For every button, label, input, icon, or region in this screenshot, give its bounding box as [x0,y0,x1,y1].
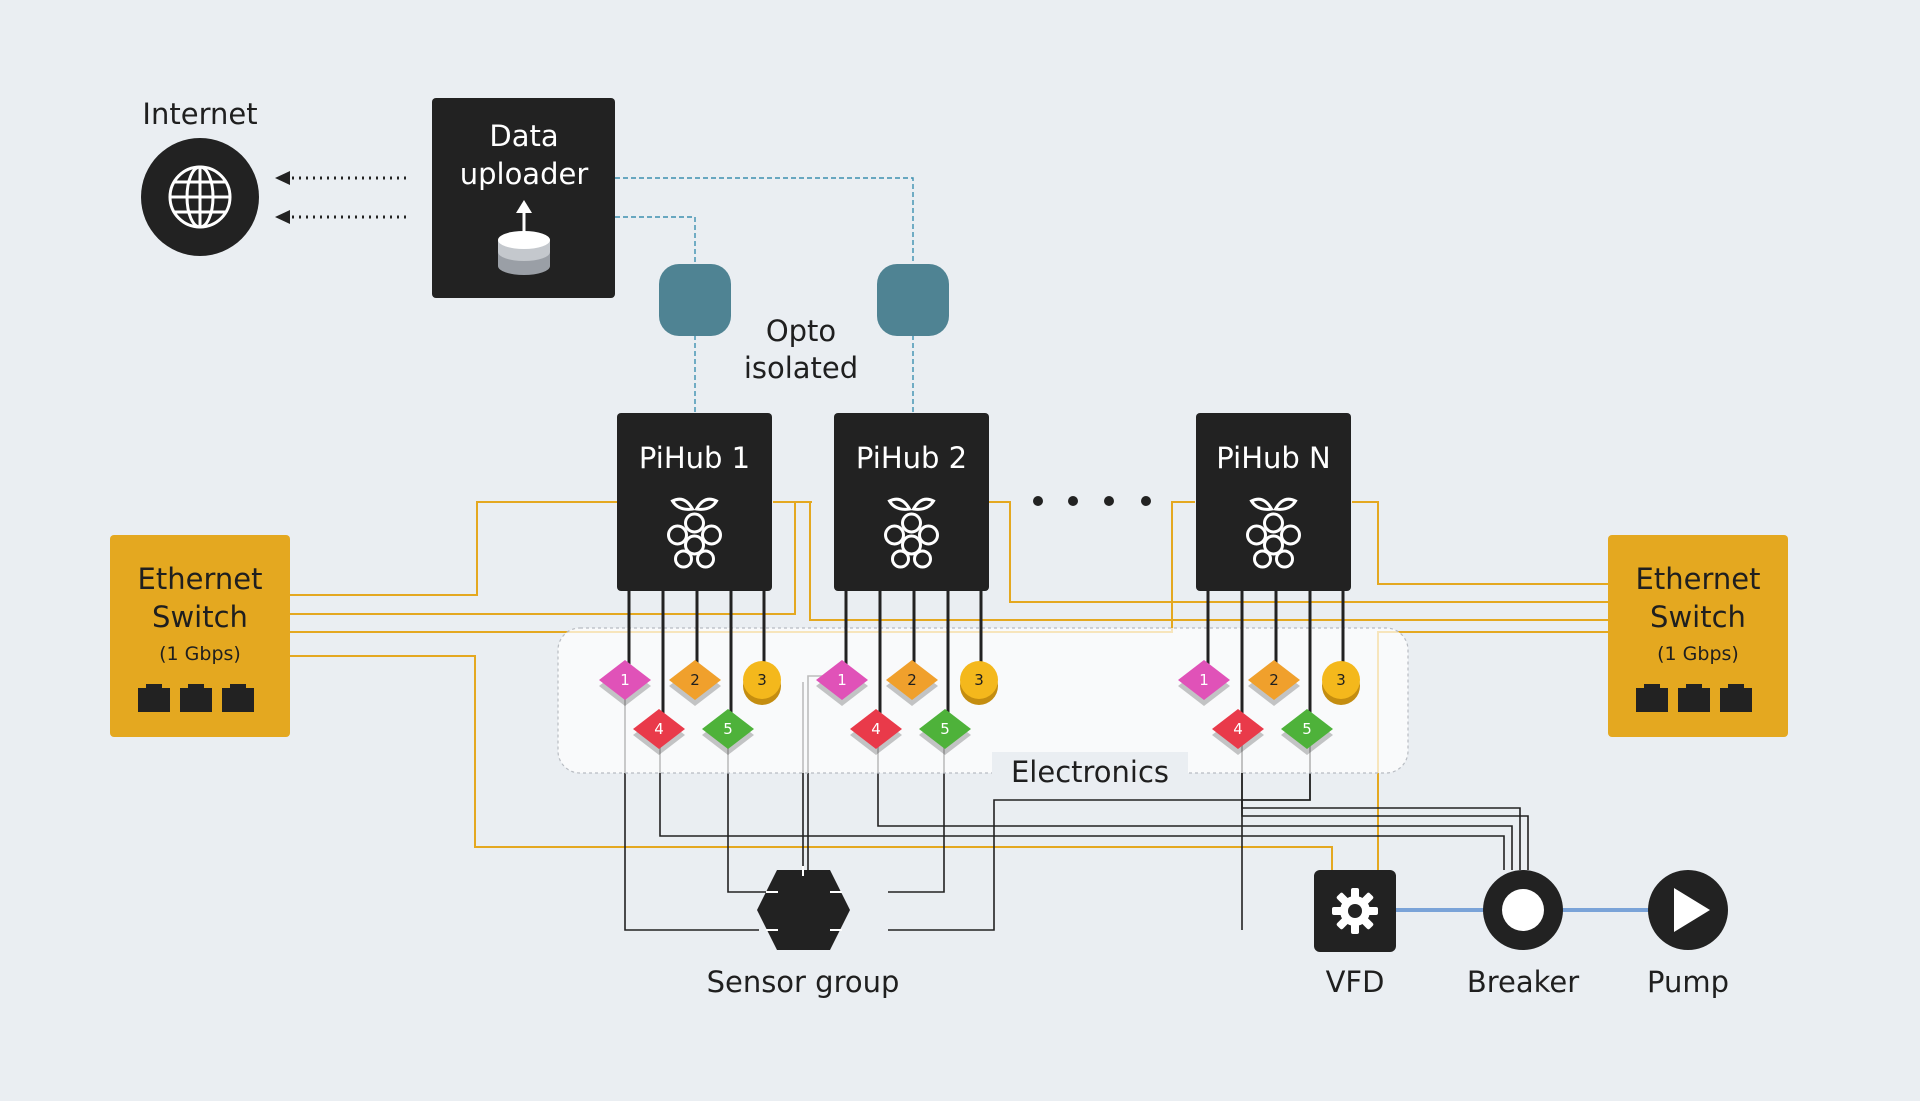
ethernet-port-icons [138,684,254,712]
pin-label: 2 [1269,671,1279,689]
hub-box [834,413,989,591]
sensor-connectors [766,866,842,931]
play-icon [1674,888,1710,932]
pin-3: 3 [960,661,998,705]
pin-label: 3 [974,671,984,689]
pin-5: 5 [919,709,971,755]
hub-box [1196,413,1351,591]
pin-3: 3 [1322,661,1360,705]
raspberry-pi-icon [667,497,722,569]
switch-right-title-2: Switch [1650,600,1746,634]
opto-isolator-2 [877,264,949,336]
uploader-title-2: uploader [460,157,589,191]
pump-label: Pump [1647,965,1729,999]
switch-left-speed: (1 Gbps) [159,643,241,665]
switch-right-speed: (1 Gbps) [1657,643,1739,665]
internet-label: Internet [142,97,257,131]
pin-2: 2 [1248,660,1300,706]
pin-4: 4 [850,709,902,755]
switch-left-title-2: Switch [152,600,248,634]
switch-right-title-1: Ethernet [1636,562,1761,596]
globe-icon [168,165,232,229]
sensor-group-label: Sensor group [707,965,900,999]
pin-2: 2 [886,660,938,706]
sensor-group: Sensor group [707,866,900,999]
internet-arrows [292,176,410,219]
pihub-2: PiHub 2 1 2 3 4 5 [816,413,998,755]
vfd-node: VFD [1314,870,1396,999]
pin-1: 1 [1178,660,1230,706]
pin-label: 5 [723,720,733,738]
electronics-label-bg [992,752,1188,792]
vfd-label: VFD [1326,965,1385,999]
pin-5: 5 [702,709,754,755]
arrow-head-bottom [275,210,290,224]
hub-title: PiHub N [1216,441,1330,475]
pin-label: 1 [1199,671,1209,689]
ethernet-port-icons [1636,684,1752,712]
hub-box [617,413,772,591]
pin-4: 4 [633,709,685,755]
pin-label: 3 [757,671,767,689]
breaker-node: Breaker [1467,870,1579,999]
internet-node: Internet [141,97,259,256]
pin-4: 4 [1212,709,1264,755]
raspberry-pi-icon [884,497,939,569]
pin-label: 1 [620,671,630,689]
pihub-1: PiHub 1 1 2 3 4 5 [599,413,781,755]
pihub-3: PiHub N 1 2 3 4 5 [1178,413,1360,755]
ellipsis-dots [1033,496,1151,506]
hubs-layer: PiHub 1 1 2 3 4 5 PiHub 2 1 2 3 4 5 PiHub N 1 2 3 4 5 [599,413,1360,755]
pin-label: 4 [654,720,664,738]
pin-label: 5 [940,720,950,738]
pin-label: 1 [837,671,847,689]
opto-wires [615,177,914,413]
gear-icon [1332,888,1378,934]
pin-label: 2 [907,671,917,689]
ethernet-switch-left: Ethernet Switch (1 Gbps) [110,535,290,737]
pin-1: 1 [816,660,868,706]
opto-label-2: isolated [744,351,858,385]
raspberry-pi-icon [1246,497,1301,569]
opto-label-1: Opto [766,314,836,348]
pin-label: 4 [871,720,881,738]
pin-3: 3 [743,661,781,705]
pump-node: Pump [1647,870,1729,999]
pin-label: 3 [1336,671,1346,689]
hub-title: PiHub 1 [639,441,750,475]
breaker-label: Breaker [1467,965,1579,999]
ethernet-switch-right: Ethernet Switch (1 Gbps) [1608,535,1788,737]
data-uploader: Data uploader [432,98,615,298]
pin-label: 4 [1233,720,1243,738]
pin-label: 5 [1302,720,1312,738]
switch-left-title-1: Ethernet [138,562,263,596]
electronics-label: Electronics [1011,755,1169,789]
hub-title: PiHub 2 [856,441,967,475]
pin-2: 2 [669,660,721,706]
uploader-title-1: Data [489,119,558,153]
opto-isolator-1 [659,264,731,336]
arrow-head-top [275,171,290,185]
pin-5: 5 [1281,709,1333,755]
database-upload-icon [498,200,550,275]
pin-1: 1 [599,660,651,706]
pin-label: 2 [690,671,700,689]
sensor-hexagon [757,870,850,950]
